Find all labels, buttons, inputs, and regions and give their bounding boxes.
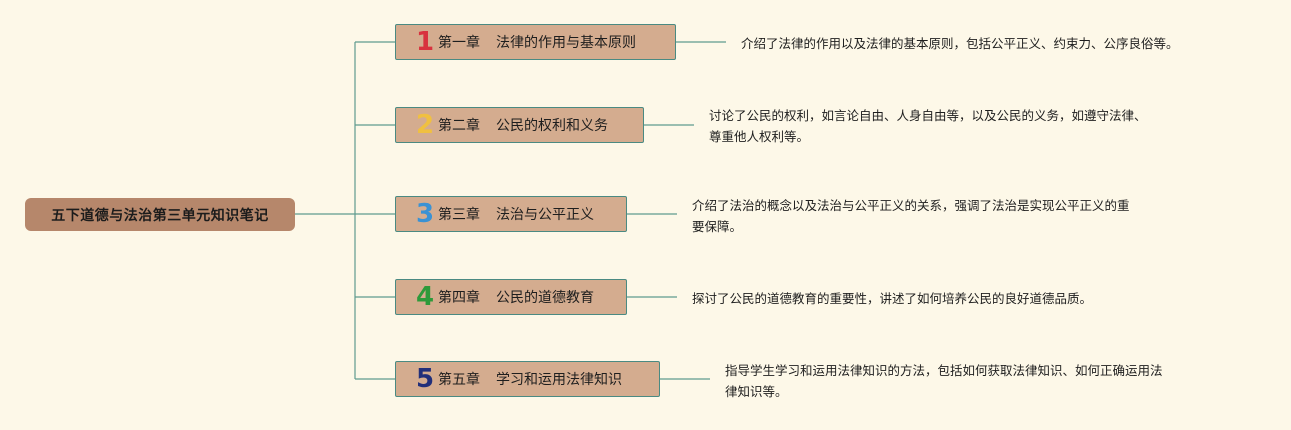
number-3-icon: 3 xyxy=(415,199,435,229)
number-2-icon: 2 xyxy=(415,110,435,140)
chapter-2-desc-line-2: 尊重他人权利等。 xyxy=(709,129,810,144)
chapter-5-desc-line-1: 指导学生学习和运用法律知识的方法，包括如何获取法律知识、如何正确运用法 xyxy=(725,363,1163,378)
chapter-1-title: 法律的作用与基本原则 xyxy=(496,35,636,51)
number-5-icon: 5 xyxy=(415,364,435,394)
chapter-2-node[interactable]: 2 第二章 公民的权利和义务 xyxy=(395,107,644,143)
chapter-3-title: 法治与公平正义 xyxy=(496,207,594,223)
root-topic[interactable]: 五下道德与法治第三单元知识笔记 xyxy=(25,198,295,231)
chapter-3-desc-line-2: 要保障。 xyxy=(692,219,743,234)
chapter-3-prefix: 第三章 xyxy=(438,207,480,223)
chapter-4-prefix: 第四章 xyxy=(438,290,480,306)
chapter-5-node[interactable]: 5 第五章 学习和运用法律知识 xyxy=(395,361,660,397)
chapter-1-desc-line-1: 介绍了法律的作用以及法律的基本原则，包括公平正义、约束力、公序良俗等。 xyxy=(741,36,1179,51)
chapter-4-description: 探讨了公民的道德教育的重要性，讲述了如何培养公民的良好道德品质。 xyxy=(692,288,1092,309)
chapter-5-title: 学习和运用法律知识 xyxy=(496,372,622,388)
chapter-5-desc-line-2: 律知识等。 xyxy=(725,384,788,399)
chapter-4-title: 公民的道德教育 xyxy=(496,290,594,306)
chapter-3-desc-line-1: 介绍了法治的概念以及法治与公平正义的关系，强调了法治是实现公平正义的重 xyxy=(692,198,1130,213)
chapter-4-node[interactable]: 4 第四章 公民的道德教育 xyxy=(395,279,627,315)
chapter-3-node[interactable]: 3 第三章 法治与公平正义 xyxy=(395,196,627,232)
chapter-1-description: 介绍了法律的作用以及法律的基本原则，包括公平正义、约束力、公序良俗等。 xyxy=(741,33,1179,54)
chapter-2-title: 公民的权利和义务 xyxy=(496,118,608,134)
chapter-5-prefix: 第五章 xyxy=(438,372,480,388)
chapter-1-node[interactable]: 1 第一章 法律的作用与基本原则 xyxy=(395,24,676,60)
chapter-2-prefix: 第二章 xyxy=(438,118,480,134)
chapter-2-desc-line-1: 讨论了公民的权利，如言论自由、人身自由等，以及公民的义务，如遵守法律、 xyxy=(709,108,1147,123)
chapter-1-prefix: 第一章 xyxy=(438,35,480,51)
chapter-3-description: 介绍了法治的概念以及法治与公平正义的关系，强调了法治是实现公平正义的重 要保障。 xyxy=(692,195,1130,237)
number-4-icon: 4 xyxy=(415,282,435,312)
chapter-2-description: 讨论了公民的权利，如言论自由、人身自由等，以及公民的义务，如遵守法律、 尊重他人… xyxy=(709,105,1147,147)
root-title: 五下道德与法治第三单元知识笔记 xyxy=(51,207,269,224)
number-1-icon: 1 xyxy=(415,27,435,57)
chapter-4-desc-line-1: 探讨了公民的道德教育的重要性，讲述了如何培养公民的良好道德品质。 xyxy=(692,291,1093,306)
chapter-5-description: 指导学生学习和运用法律知识的方法，包括如何获取法律知识、如何正确运用法 律知识等… xyxy=(725,360,1163,402)
